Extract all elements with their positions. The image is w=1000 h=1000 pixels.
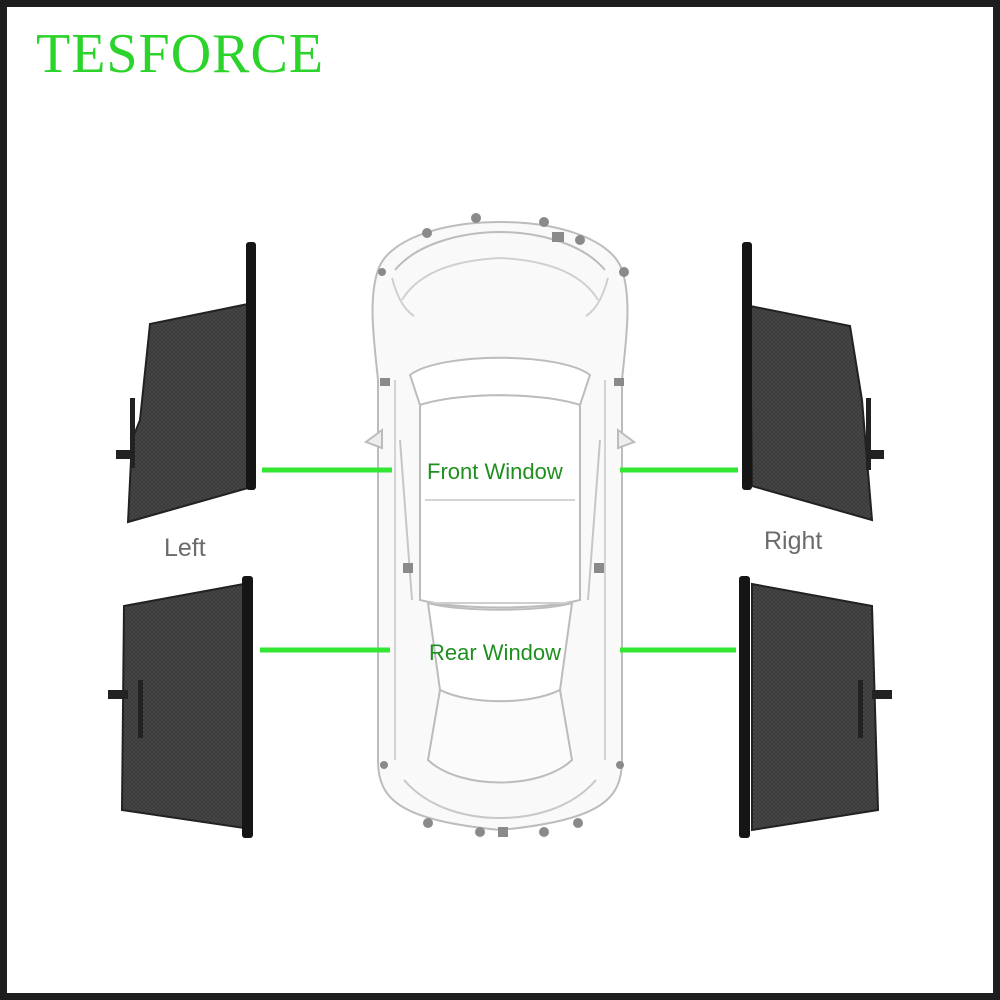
car-roof bbox=[419, 394, 581, 609]
shade-front-right bbox=[742, 242, 884, 522]
car-left-mirror bbox=[363, 428, 383, 450]
rear-window-label: Rear Window bbox=[429, 640, 562, 665]
car-top-view bbox=[363, 220, 637, 832]
connector-lines bbox=[260, 467, 738, 653]
shade-rear-right bbox=[739, 576, 892, 838]
shade-front-left bbox=[116, 242, 256, 524]
right-side-label: Right bbox=[764, 527, 823, 555]
shade-rear-left bbox=[108, 576, 253, 838]
brand-logo: TESFORCE bbox=[36, 23, 325, 85]
left-side-label: Left bbox=[164, 534, 206, 562]
car-right-mirror bbox=[617, 428, 637, 450]
front-window-label: Front Window bbox=[427, 459, 563, 484]
car-sensor-dots bbox=[378, 213, 629, 837]
